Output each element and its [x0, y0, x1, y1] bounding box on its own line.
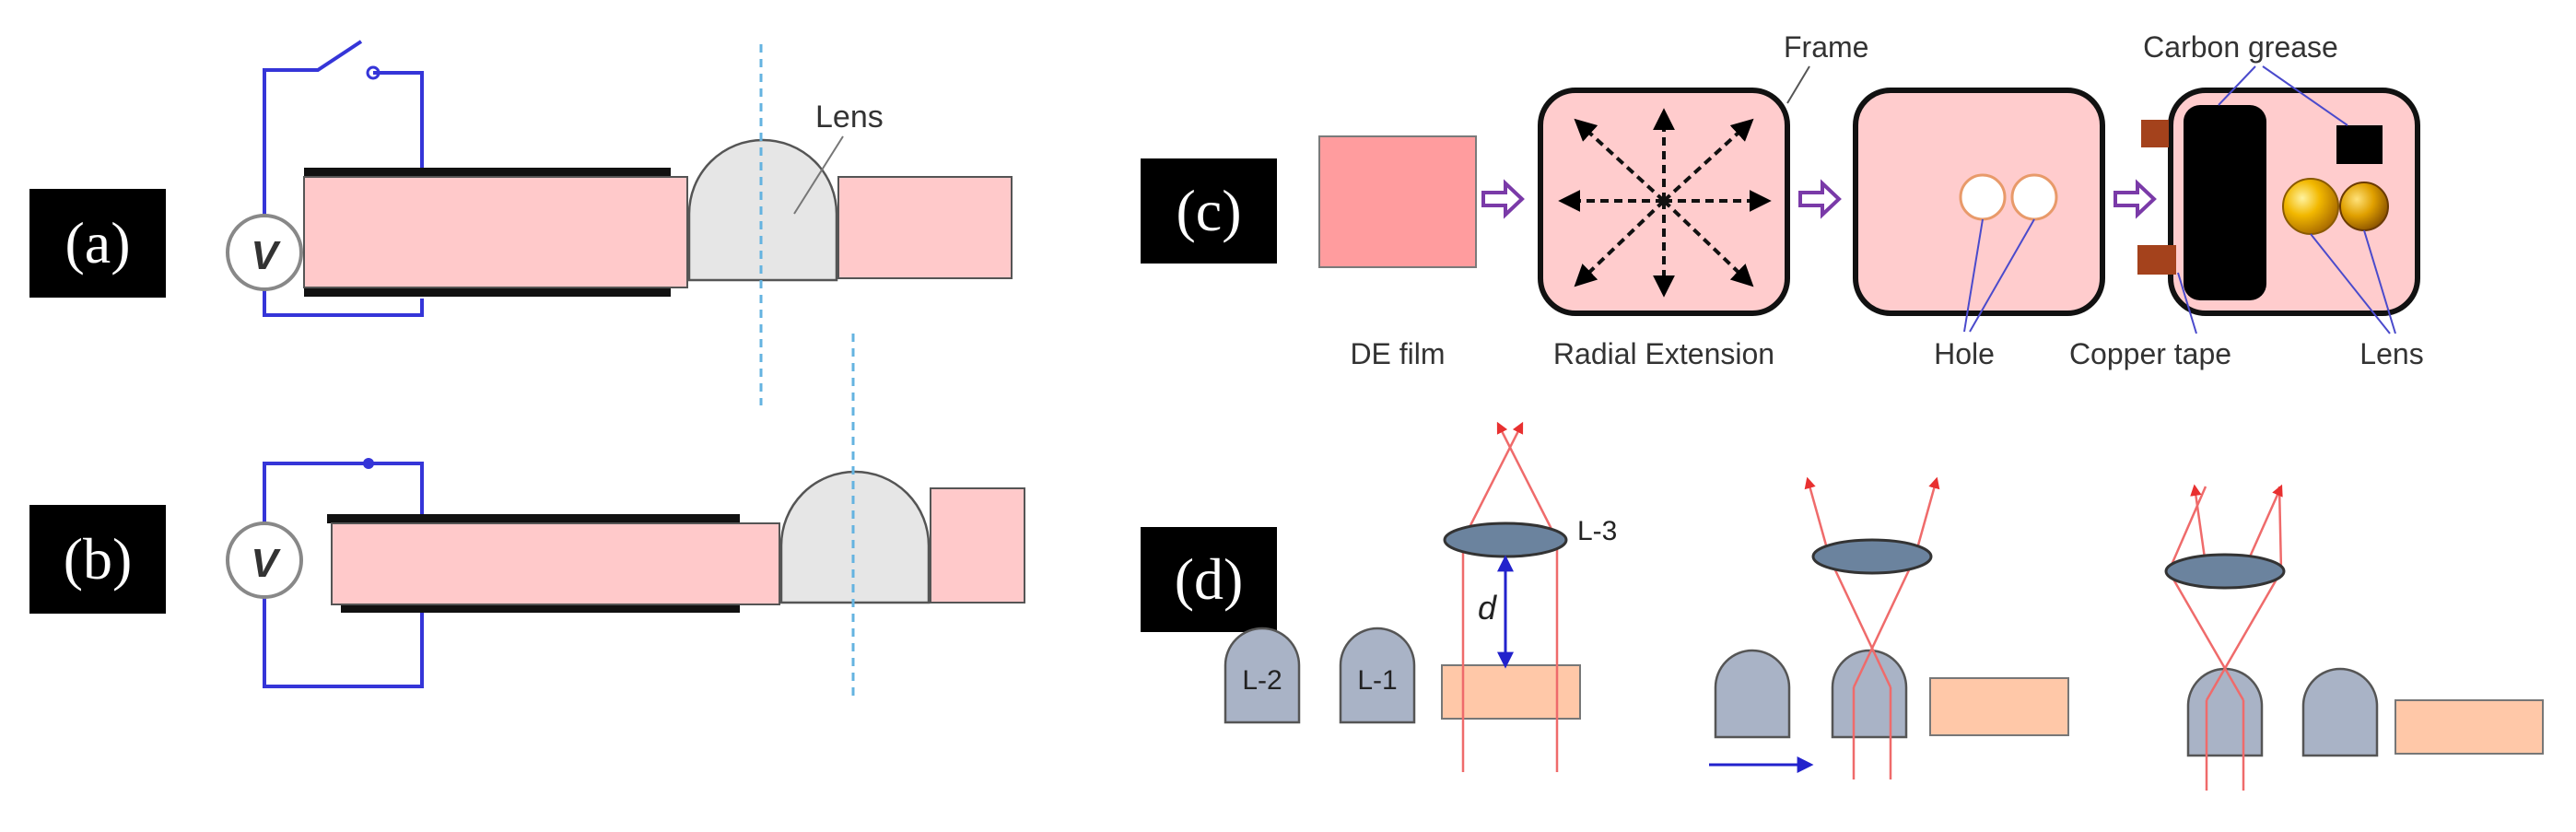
- carbon-grease-label: Carbon grease: [2143, 30, 2338, 64]
- carbon-leader-1: [2218, 65, 2256, 106]
- lens-d2-left: [1714, 649, 1791, 739]
- process-arrow-2: [1798, 179, 1842, 219]
- electrode-top-b: [327, 514, 740, 523]
- voltmeter-a: [226, 214, 303, 291]
- lens-d3-right: [2301, 667, 2379, 757]
- lens-a: [687, 138, 838, 282]
- voltmeter-b: [226, 521, 303, 599]
- lens-d2-right: [1831, 649, 1908, 739]
- de-film-b: [331, 522, 780, 605]
- lens-d2-l3: [1811, 538, 1933, 575]
- process-arrow-1: [1481, 179, 1525, 219]
- process-arrows: [1481, 179, 2157, 219]
- circuit-wire-a-left: [263, 40, 363, 229]
- switch-closed-dot: [363, 458, 374, 469]
- de-film-label: DE film: [1350, 337, 1445, 370]
- panel-b: V: [226, 334, 1025, 696]
- lens-gold-1: [2282, 178, 2339, 235]
- circuit-wire-a-bottom: [263, 276, 424, 317]
- distance-label: d: [1478, 589, 1497, 627]
- lens-d3-l3: [2164, 553, 2286, 590]
- carbon-grease-pad: [2336, 125, 2383, 164]
- lens-c-leader-2: [2363, 229, 2396, 334]
- radial-arrows: [1558, 108, 1772, 298]
- carbon-grease-electrode: [2184, 105, 2266, 300]
- electrode-bottom-b: [341, 603, 740, 613]
- rays-d1: [1461, 421, 1559, 772]
- circuit-wire-b-top: [263, 462, 424, 548]
- lens-b: [779, 470, 931, 604]
- copper-leader: [2177, 272, 2197, 334]
- de-film-c: [1318, 135, 1477, 268]
- lens-a-label: Lens: [815, 100, 884, 135]
- panel-tag-d: (d): [1141, 527, 1277, 632]
- frame-label: Frame: [1784, 30, 1868, 64]
- electrode-bottom-a: [304, 287, 671, 297]
- lens-d3-left: [2186, 667, 2264, 757]
- lens-d1-l3: [1443, 521, 1568, 558]
- lens-c-label: Lens: [2359, 337, 2423, 370]
- electrode-top-a: [304, 168, 671, 177]
- voltmeter-a-label: V: [251, 233, 281, 278]
- hole-1: [1959, 173, 2007, 221]
- panel-a: V Lens: [226, 40, 1013, 405]
- copper-tape-label: Copper tape: [2069, 337, 2231, 370]
- process-arrow-3: [2113, 179, 2157, 219]
- lens-c-leader-1: [2310, 233, 2391, 334]
- radial-extension-label: Radial Extension: [1553, 337, 1774, 370]
- panel-d-step-3: [2164, 484, 2544, 791]
- circuit-wire-b-bottom: [263, 586, 424, 688]
- lens-l1-label: L-1: [1357, 665, 1397, 696]
- lens-a-leader: [793, 135, 844, 215]
- hole-2: [2010, 173, 2058, 221]
- voltmeter-b-label: V: [251, 541, 281, 586]
- hole-leader-1: [1963, 218, 1984, 333]
- panel-d: L-2 L-1 L-3 d: [1224, 421, 2544, 791]
- lens-l2-label: L-2: [1242, 665, 1282, 696]
- lens-gold-2: [2339, 182, 2389, 231]
- lens-l3-label: L-3: [1577, 516, 1617, 546]
- panel-c: DE film Radial Extension Frame: [1318, 30, 2424, 370]
- panel-tag-a: (a): [29, 189, 166, 298]
- hole-leader-2: [1969, 218, 2035, 333]
- de-film-a: [303, 176, 688, 288]
- lens-d1-l2: [1224, 627, 1301, 724]
- film-d3: [2395, 699, 2544, 755]
- hole-label: Hole: [1934, 337, 1995, 370]
- copper-tape-top: [2141, 120, 2169, 147]
- film-right-a: [837, 176, 1013, 279]
- rays-d3: [2167, 484, 2283, 791]
- film-right-b: [930, 487, 1025, 603]
- panel-tag-b: (b): [29, 505, 166, 614]
- panel-d-step-2: [1709, 476, 2069, 779]
- copper-tape-bottom: [2137, 245, 2176, 275]
- carbon-leader-2: [2262, 65, 2348, 126]
- panel-tag-c: (c): [1141, 158, 1277, 264]
- circuit-wire-a-top: [373, 71, 424, 171]
- panel-d-step-1: L-2 L-1 L-3 d: [1224, 421, 1617, 772]
- film-d2: [1929, 677, 2069, 736]
- frame-leader: [1786, 65, 1810, 104]
- lens-d1-l1: [1339, 627, 1416, 724]
